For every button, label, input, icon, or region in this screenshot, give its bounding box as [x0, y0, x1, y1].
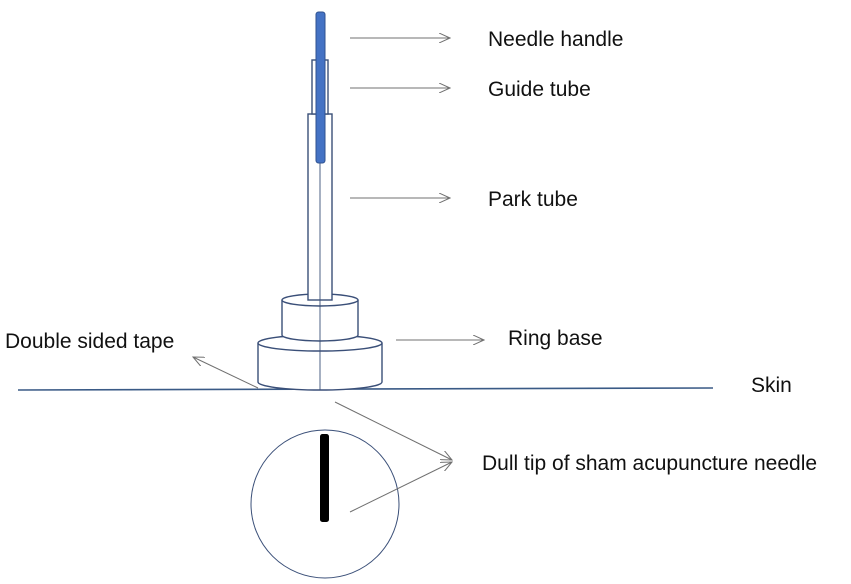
label-double-sided-tape: Double sided tape	[5, 330, 174, 353]
arrow-dull-tip-lower	[349, 462, 452, 513]
arrow-dull-tip-upper	[334, 401, 452, 460]
label-guide-tube: Guide tube	[488, 78, 591, 101]
skin-line	[17, 387, 714, 391]
annotation-arrows	[193, 38, 484, 513]
needle-handle	[315, 11, 326, 164]
label-skin: Skin	[751, 374, 792, 397]
label-park-tube: Park tube	[488, 188, 578, 211]
label-needle-handle: Needle handle	[488, 28, 623, 51]
arrow-double-sided-tape	[193, 357, 259, 389]
dull-needle-tip	[320, 434, 329, 522]
label-ring-base: Ring base	[508, 327, 603, 350]
label-dull-tip: Dull tip of sham acupuncture needle	[482, 452, 817, 475]
